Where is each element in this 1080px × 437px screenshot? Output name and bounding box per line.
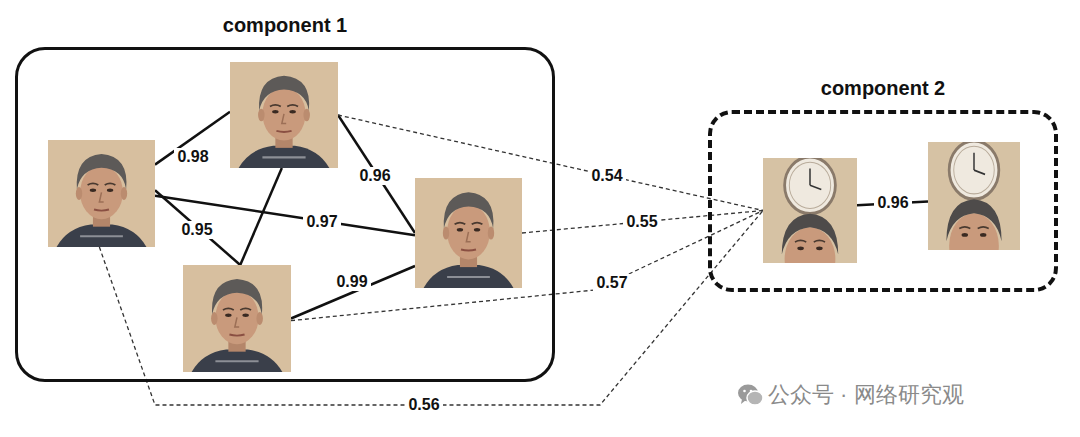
face-photo	[763, 158, 857, 263]
face-picture	[415, 178, 522, 288]
component-title: component 2	[712, 76, 1054, 100]
face-picture	[230, 62, 338, 168]
similarity-score: 0.96	[356, 167, 393, 185]
face-photo	[230, 62, 338, 168]
similarity-score: 0.95	[178, 221, 215, 239]
face-photo	[48, 140, 155, 247]
strong-link	[240, 168, 282, 265]
similarity-score: 0.56	[405, 396, 442, 414]
face-picture	[183, 265, 291, 372]
watermark-text: 公众号 · 网络研究观	[768, 382, 964, 408]
face-picture	[48, 140, 155, 247]
weak-link	[522, 211, 763, 234]
similarity-score: 0.97	[303, 213, 340, 231]
face-picture	[763, 158, 857, 263]
component-box: component 1	[15, 47, 555, 382]
face-photo	[183, 265, 291, 372]
face-photo	[415, 178, 522, 288]
face-photo	[928, 142, 1020, 250]
similarity-score: 0.54	[588, 167, 625, 185]
face-picture	[230, 62, 338, 168]
similarity-score: 0.99	[333, 273, 370, 291]
similarity-score: 0.55	[623, 213, 660, 231]
similarity-score: 0.96	[874, 194, 911, 212]
weak-link	[338, 115, 763, 211]
face-picture	[48, 140, 155, 247]
weak-link	[291, 211, 763, 321]
similarity-score: 0.57	[593, 274, 630, 292]
face-picture	[415, 178, 522, 288]
strong-link	[338, 115, 415, 233]
face-picture	[763, 158, 857, 263]
wechat-icon	[738, 385, 763, 406]
similarity-score: 0.98	[174, 148, 211, 166]
face-picture	[928, 142, 1020, 250]
component-title: component 1	[18, 13, 552, 37]
face-picture	[183, 265, 291, 372]
face-picture	[928, 142, 1020, 250]
